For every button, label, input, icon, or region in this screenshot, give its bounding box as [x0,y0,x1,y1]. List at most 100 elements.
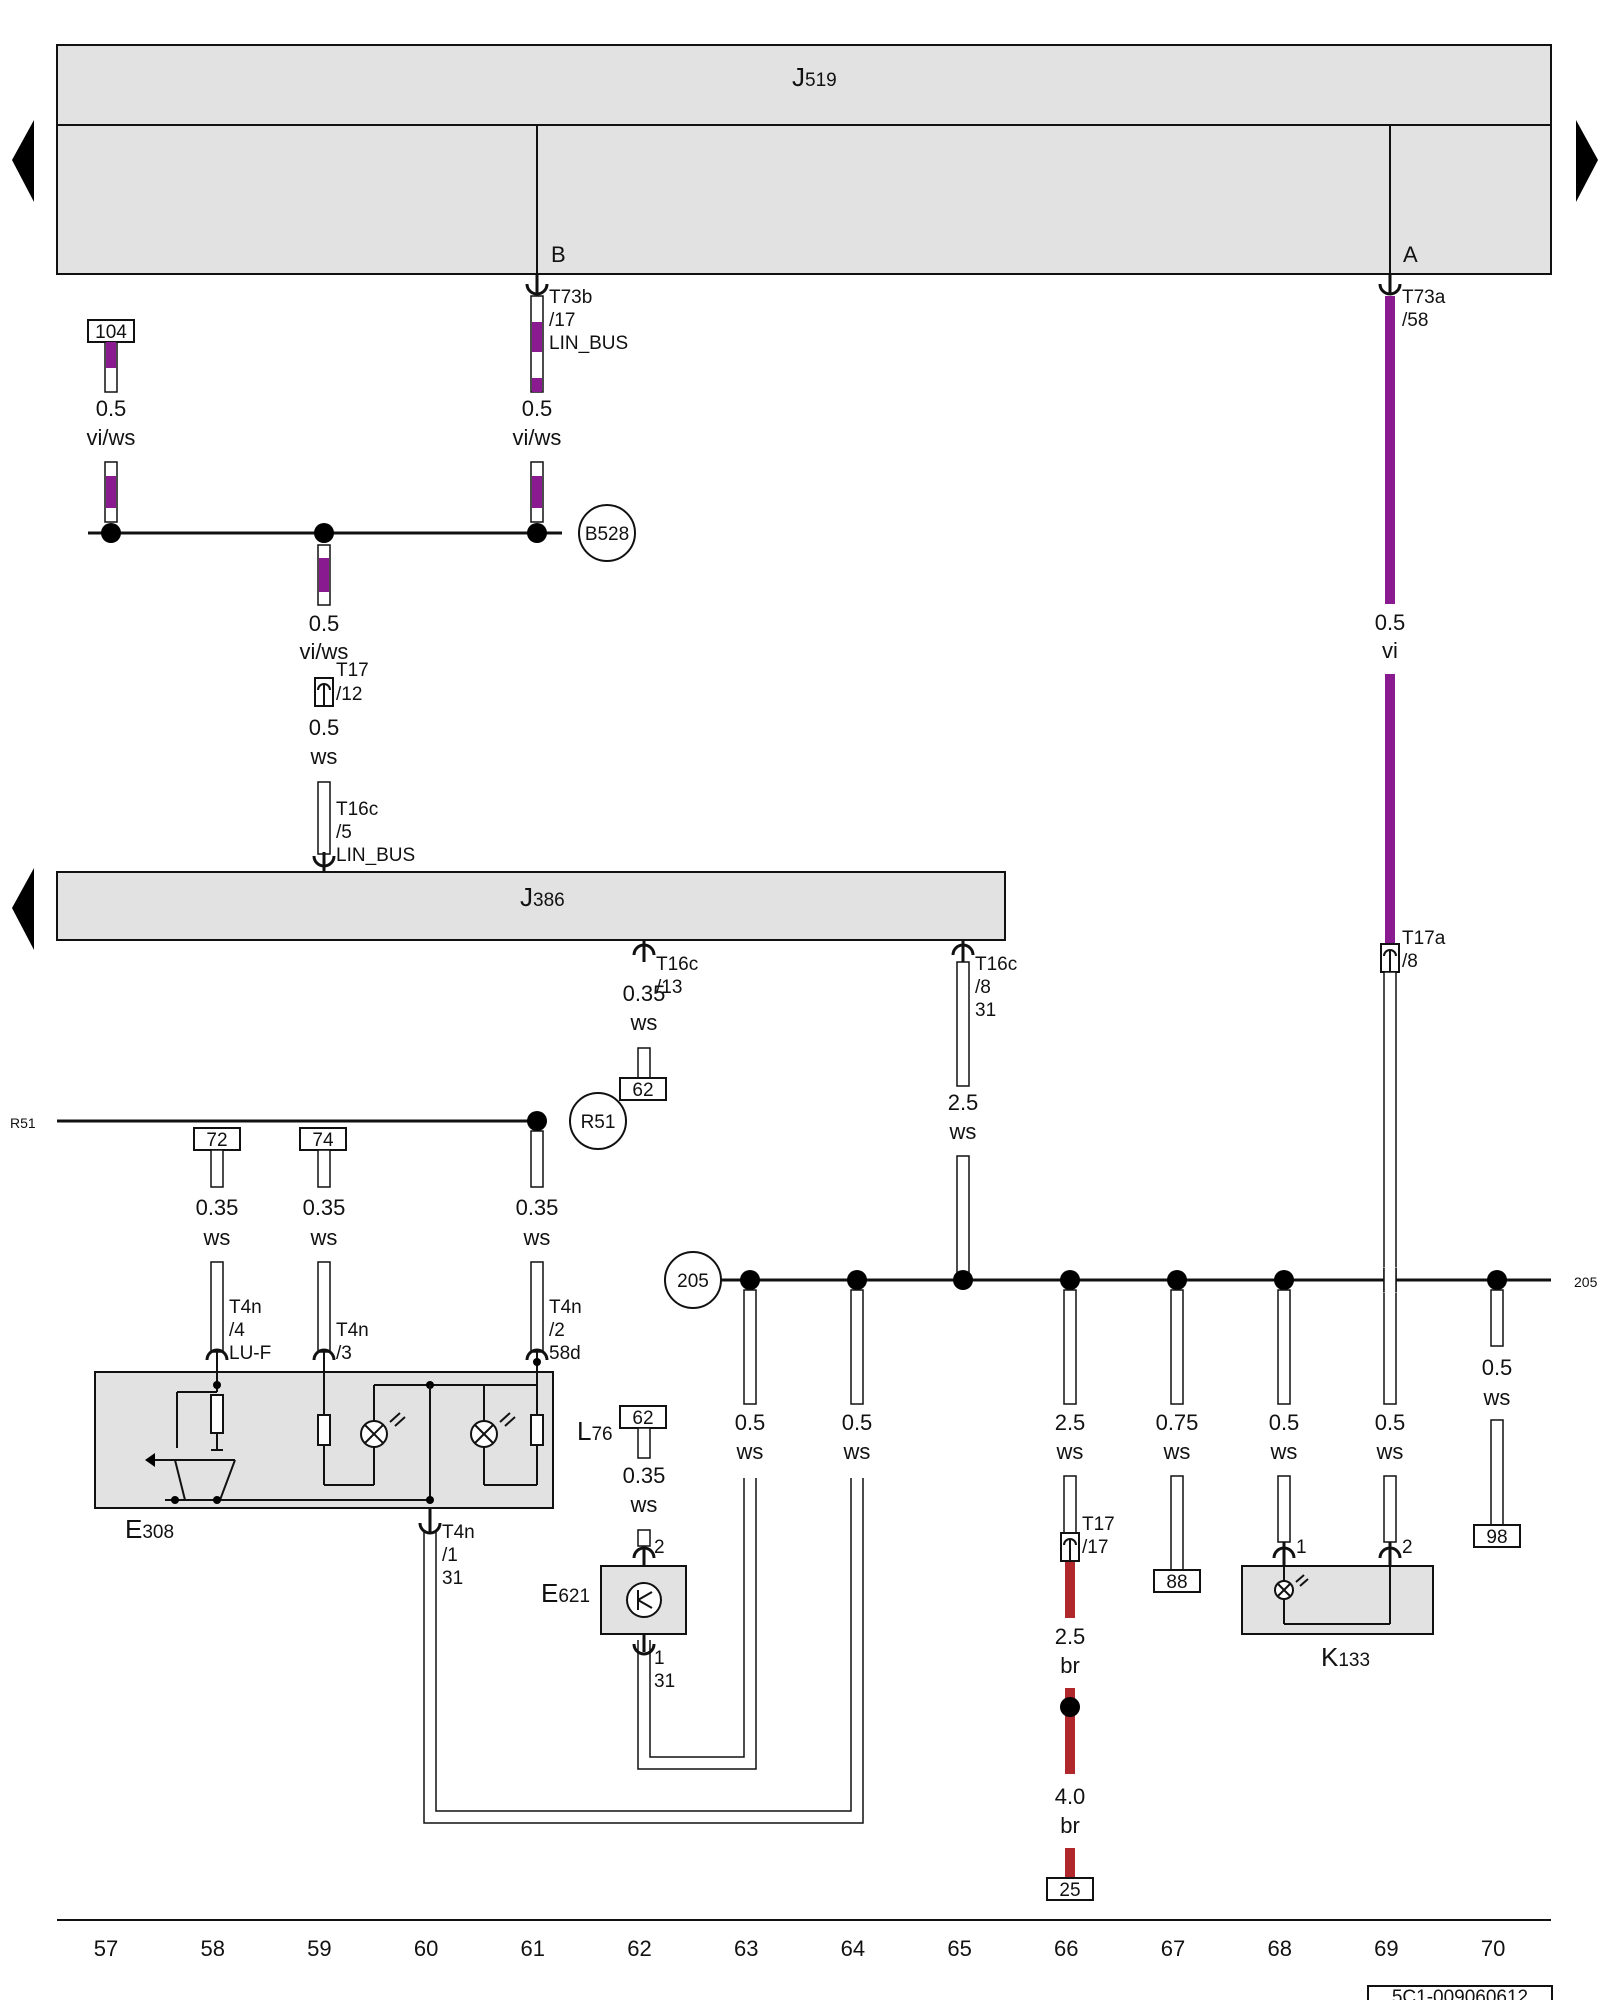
wire-64-color: ws [843,1439,871,1464]
T4n-1-label: T4n [442,1522,475,1543]
T16c-5-label: T16c [336,799,378,820]
ref-98-box[interactable] [1473,1524,1521,1548]
wire-vi-color: vi [1382,638,1398,663]
R51-edge-label: R51 [10,1115,36,1131]
T16c-13-pin: /13 [656,977,682,998]
K133-pin1: 1 [1296,1537,1307,1558]
wire-72-color: ws [203,1225,231,1250]
nav-left-arrow-top[interactable] [12,120,34,202]
E621-pin1-signal: 31 [654,1671,675,1692]
pin-B-label: B [551,242,566,267]
205-label: 205 [677,1271,709,1292]
T17-17-connector [1060,1532,1080,1562]
column-number: 69 [1374,1936,1398,1961]
wire-down-size: 0.5 [309,611,340,636]
T4n-3-pin: /3 [336,1343,352,1364]
wire-74-color: ws [310,1225,338,1250]
ref-104-label: 104 [95,322,127,343]
T73b-pin: /17 [549,310,575,331]
T16c-8-pin: /8 [975,977,991,998]
wire-67-size: 0.75 [1156,1410,1199,1435]
ref-74-label: 74 [312,1130,334,1151]
T4n-2-label: T4n [549,1297,582,1318]
column-number: 60 [414,1936,438,1961]
B528-circle[interactable] [578,504,636,562]
column-number: 61 [521,1936,545,1961]
T4n-2-pin: /2 [549,1320,565,1341]
205-edge-label: 205 [1574,1274,1598,1290]
T4n-4-signal: LU-F [229,1343,271,1364]
R51-circle[interactable] [569,1092,627,1150]
ref-25-label: 25 [1059,1880,1080,1901]
column-number: 62 [627,1936,651,1961]
T17-17-pin: /17 [1082,1537,1108,1558]
K133-label: K133 [1321,1642,1370,1672]
J386-module: J386 [56,871,1006,941]
doc-id: 5C1-009060612 [1392,1987,1528,2000]
column-number: 67 [1161,1936,1185,1961]
T17a-8-label: T17a [1402,928,1446,949]
wire-66-color: ws [1056,1439,1084,1464]
wire-br2-size: 4.0 [1055,1784,1086,1809]
column-number: 65 [947,1936,971,1961]
wire-62top-size: 0.35 [623,981,666,1006]
column-number: 59 [307,1936,331,1961]
E308-label: E308 [125,1514,174,1544]
ref-88-box[interactable] [1153,1569,1201,1593]
wire-69-size: 0.5 [1375,1410,1406,1435]
T4n-1-signal: 31 [442,1568,463,1589]
J386-label: J386 [520,882,565,912]
T4n-4-pin: /4 [229,1320,245,1341]
column-number: 68 [1267,1936,1291,1961]
R51-label: R51 [581,1112,616,1133]
wire-72-size: 0.35 [196,1195,239,1220]
wire-70-size: 0.5 [1482,1355,1513,1380]
wire-63-color: ws [736,1439,764,1464]
T17a-8-pin: /8 [1402,951,1418,972]
E621-module [600,1565,687,1635]
wire-31-color: ws [949,1119,977,1144]
T4n-4-label: T4n [229,1297,262,1318]
J519-module: J519 B A [56,44,1552,275]
E308-module [94,1352,554,1509]
T4n-3-label: T4n [336,1320,369,1341]
nav-right-arrow-top[interactable] [1576,120,1598,202]
K133-module [1241,1565,1434,1635]
ref-25-box[interactable] [1046,1877,1094,1901]
wire-LIN-color: vi/ws [513,425,562,450]
ref-62-L76-label: 62 [632,1408,653,1429]
ref-62-top-label: 62 [632,1080,653,1101]
T16c-8-signal: 31 [975,1000,996,1021]
T73a-pin: /58 [1402,310,1428,331]
wire-vi-size: 0.5 [1375,610,1406,635]
T17-12-label: T17 [336,660,369,681]
column-number: 66 [1054,1936,1078,1961]
ref-72-label: 72 [206,1130,227,1151]
wire-T17-size: 0.5 [309,715,340,740]
wire-70-color: ws [1483,1385,1511,1410]
B528-label: B528 [585,524,629,545]
L76-label: L76 [577,1416,613,1446]
column-number: 58 [200,1936,224,1961]
wire-down-color: vi/ws [300,639,349,664]
T16c-5-pin: /5 [336,822,352,843]
wire-104-color: vi/ws [87,425,136,450]
wire-L76-color: ws [630,1492,658,1517]
E621-pin2: 2 [654,1537,665,1558]
column-number: 64 [841,1936,865,1961]
T17-12-connector [314,677,334,707]
wire-L76-size: 0.35 [623,1463,666,1488]
ground-wire-E308 [423,1478,864,1824]
T16c-5-signal: LIN_BUS [336,845,415,866]
T73b-signal: LIN_BUS [549,333,628,354]
column-number: 70 [1481,1936,1505,1961]
column-number: 57 [94,1936,118,1961]
wire-69-color: ws [1376,1439,1404,1464]
ref-98-label: 98 [1486,1527,1507,1548]
wire-63-size: 0.5 [735,1410,766,1435]
ref-62-top-box[interactable] [619,1077,667,1101]
E621-pin1: 1 [654,1648,665,1669]
nav-left-arrow-bottom[interactable] [12,868,34,950]
